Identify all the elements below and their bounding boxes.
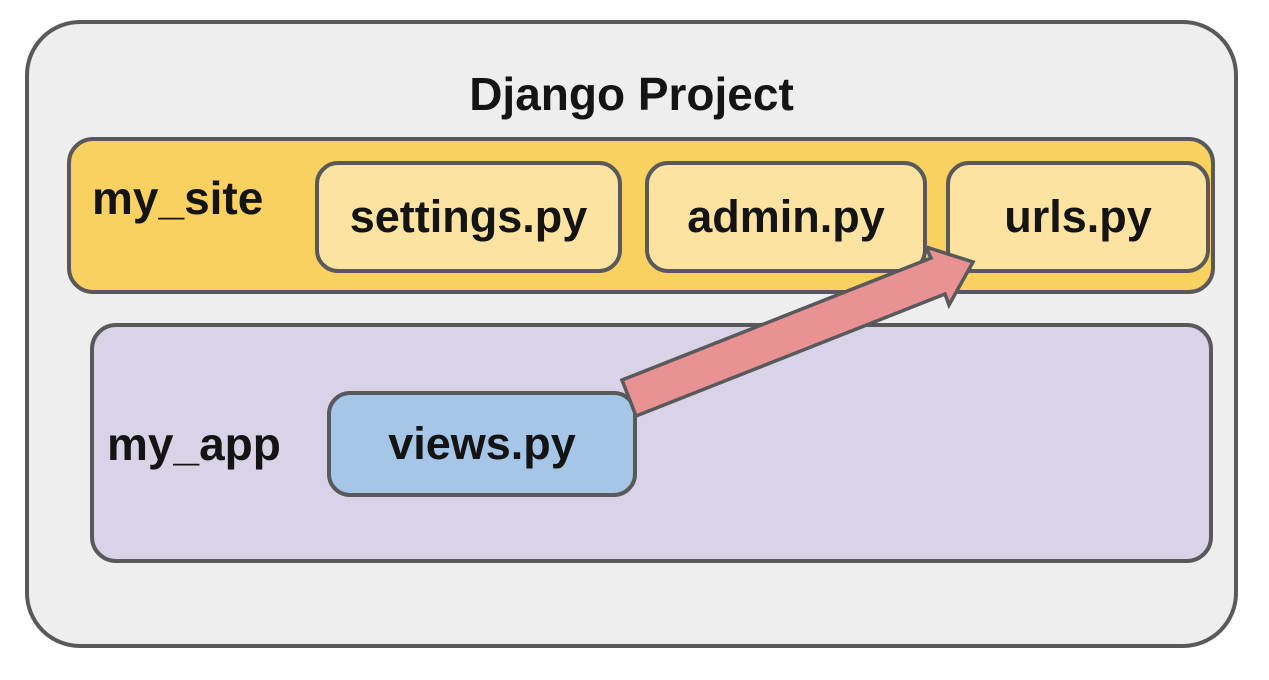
file-box-views: views.py <box>327 391 637 497</box>
file-box-admin: admin.py <box>645 161 927 273</box>
diagram-title: Django Project <box>469 68 794 120</box>
my-site-label: my_site <box>92 172 264 224</box>
file-box-urls: urls.py <box>946 161 1210 273</box>
my-app-label: my_app <box>107 418 281 470</box>
file-box-settings: settings.py <box>315 161 622 273</box>
